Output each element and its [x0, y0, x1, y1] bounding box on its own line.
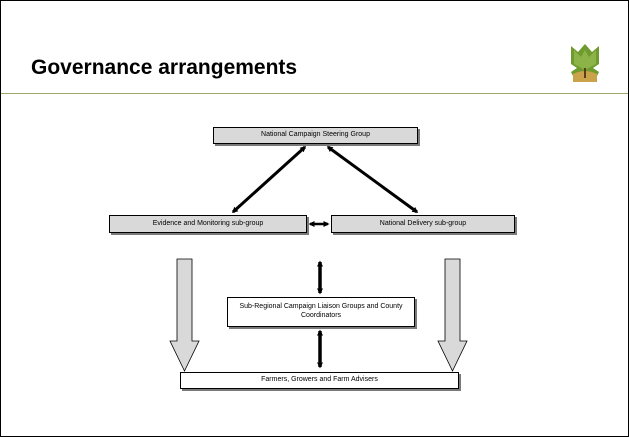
node-national-campaign-steering-group: National Campaign Steering Group [213, 127, 418, 144]
tree-leaf-logo-icon [569, 42, 601, 86]
slide-title: Governance arrangements [31, 56, 298, 79]
node-farmers-growers-advisers: Farmers, Growers and Farm Advisers [180, 372, 459, 389]
arrow-steering-evidence [231, 145, 307, 214]
block-arrow-delivery-farmers [437, 258, 468, 372]
node-subregional-liaison-groups: Sub-Regional Campaign Liaison Groups and… [227, 297, 415, 327]
node-national-delivery-subgroup: National Delivery sub-group [331, 215, 515, 233]
node-evidence-monitoring-subgroup: Evidence and Monitoring sub-group [109, 215, 307, 233]
arrow-steering-delivery [326, 145, 419, 214]
title-divider [1, 93, 628, 94]
block-arrow-evidence-farmers [169, 258, 200, 372]
